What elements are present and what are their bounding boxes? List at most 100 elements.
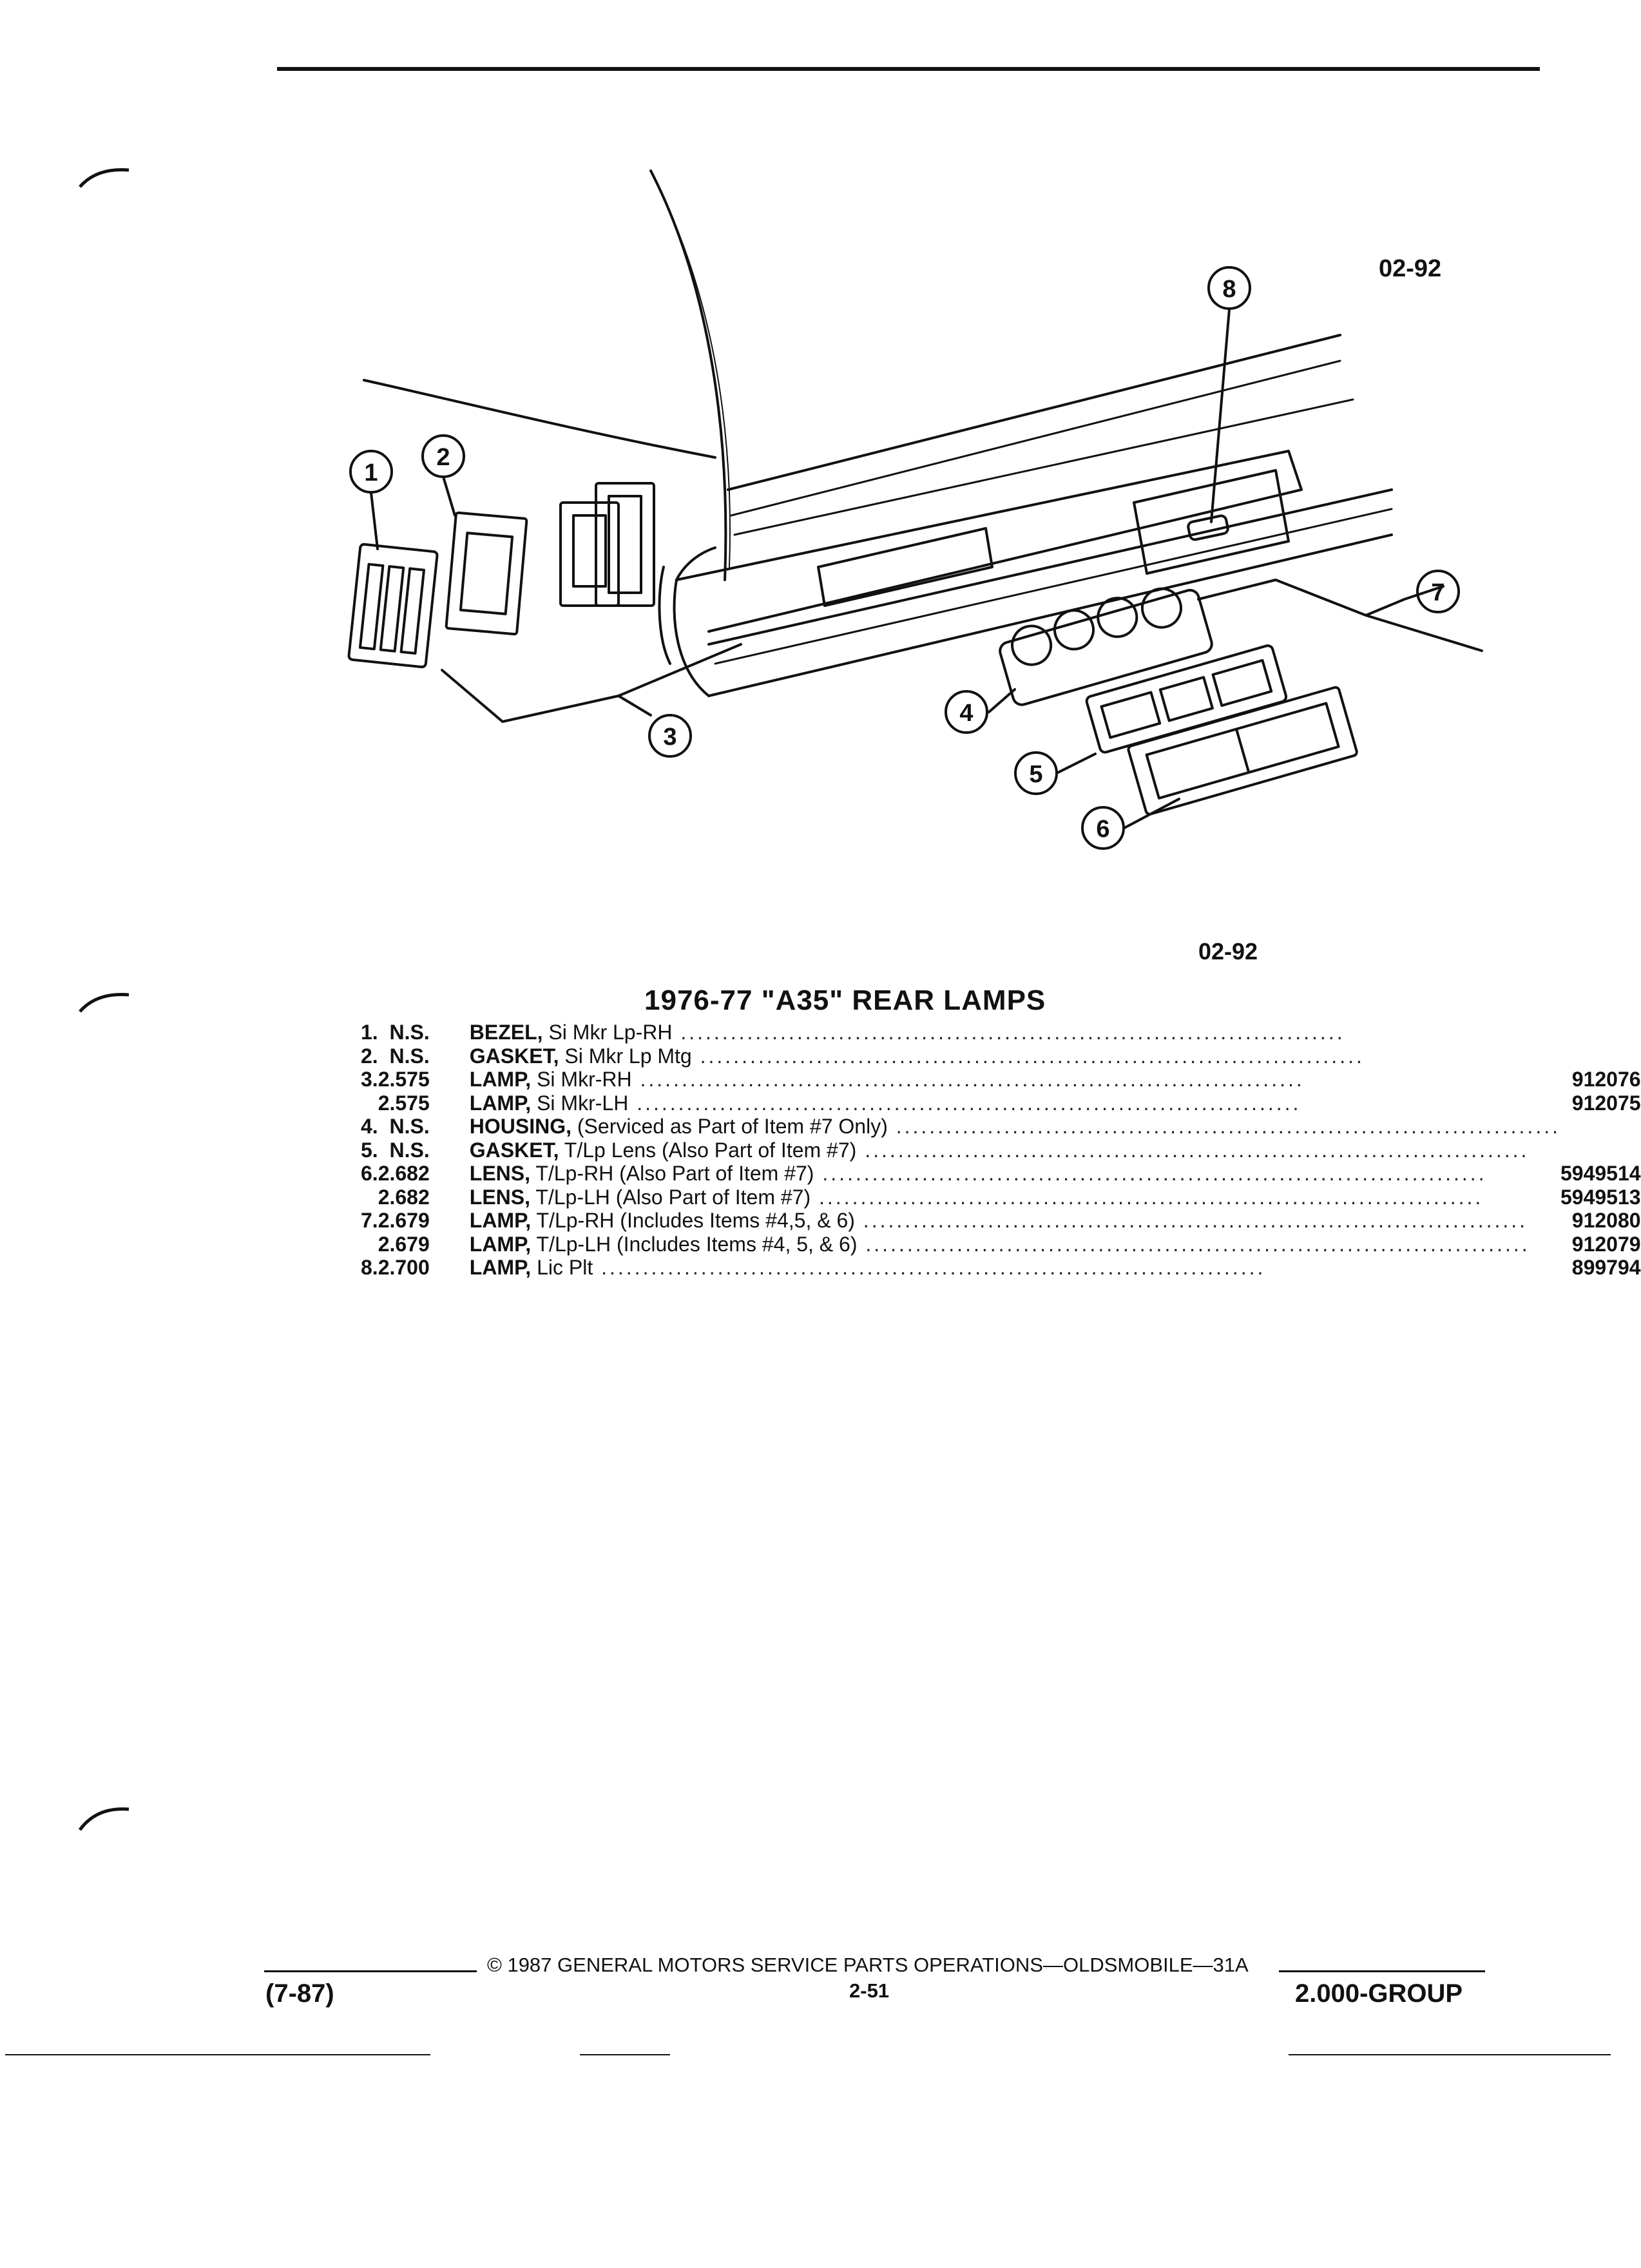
part-description: LAMP, Lic Plt ..........................… — [470, 1256, 1560, 1280]
item-2-gasket — [445, 511, 528, 636]
bumper-line — [707, 488, 1393, 646]
part-description: LENS, T/Lp-LH (Also Part of Item #7) ...… — [470, 1186, 1560, 1209]
bottom-rule-1 — [5, 2054, 430, 2055]
part-desc-text: T/Lp-LH (Also Part of Item #7) — [535, 1185, 811, 1209]
callout-1-label: 1 — [364, 459, 378, 486]
item-4-housing — [999, 587, 1213, 706]
callout-2 — [421, 434, 465, 478]
group-number: 2.682 — [378, 1185, 430, 1209]
part-description: BEZEL, Si Mkr Lp-RH ....................… — [470, 1021, 1560, 1044]
group-number: N.S. — [389, 1021, 430, 1044]
section-title: 1976-77 "A35" REAR LAMPS — [644, 985, 1046, 1016]
leader-3 — [441, 643, 742, 723]
quarter-panel-lower — [658, 566, 671, 665]
part-description: LAMP, Si Mkr-RH ........................… — [470, 1068, 1560, 1091]
footer-date-code: (7-87) — [265, 1979, 334, 2008]
trunk-deck-line-3 — [733, 398, 1354, 536]
part-number — [1560, 1115, 1641, 1139]
group-number: 2.700 — [378, 1256, 430, 1279]
leader-1 — [370, 492, 379, 550]
item-number: 8. — [361, 1256, 378, 1279]
trunk-lid-edge — [363, 379, 716, 459]
callout-7-label: 7 — [1431, 579, 1444, 606]
group-number: 2.575 — [378, 1091, 430, 1115]
part-name: BEZEL, — [469, 1021, 543, 1044]
leader-dots: ........................................… — [887, 1115, 1560, 1138]
item-number — [361, 1233, 378, 1256]
leader-dots: ........................................… — [854, 1209, 1528, 1232]
part-desc-text: T/Lp-RH (Also Part of Item #7) — [535, 1162, 814, 1185]
binder-hole-mark-2 — [79, 993, 130, 1013]
license-pocket — [1133, 469, 1290, 575]
part-name: LENS, — [469, 1162, 530, 1185]
parts-row: 2.N.S.GASKET, Si Mkr Lp Mtg ............… — [361, 1044, 1641, 1068]
trunk-deck-line-1 — [727, 334, 1341, 491]
group-number: N.S. — [389, 1044, 430, 1068]
part-description: HOUSING, (Serviced as Part of Item #7 On… — [470, 1115, 1560, 1139]
footer-copyright: © 1987 GENERAL MOTORS SERVICE PARTS OPER… — [487, 1954, 1249, 1976]
part-name: LAMP, — [469, 1256, 532, 1279]
part-desc-text: T/Lp-LH (Includes Items #4, 5, & 6) — [536, 1232, 858, 1256]
rear-window-pillar-inner — [658, 186, 731, 568]
callout-6-label: 6 — [1096, 816, 1109, 843]
callout-3 — [648, 714, 692, 758]
quarter-panel-corner — [673, 546, 716, 697]
part-number — [1560, 1021, 1641, 1044]
part-description: LENS, T/Lp-RH (Also Part of Item #7) ...… — [470, 1162, 1560, 1186]
callout-3-label: 3 — [663, 724, 677, 751]
parts-row: 4. N.S. HOUSING, (Serviced as Part of Item… — [361, 1115, 1641, 1139]
rear-lamps-exploded-diagram: 1 2 3 4 5 6 7 8 — [347, 169, 1483, 850]
part-number: 912079 — [1571, 1232, 1641, 1256]
binder-hole-mark-3 — [78, 1807, 130, 1831]
part-desc-text: Si Mkr Lp Mtg — [564, 1044, 692, 1068]
part-desc-text: Lic Plt — [537, 1256, 593, 1279]
leader-dots: ........................................… — [811, 1185, 1484, 1209]
leader-4 — [988, 688, 1016, 713]
callout-5 — [1014, 751, 1058, 795]
callout-8-label: 8 — [1222, 276, 1236, 303]
leader-dots: ........................................… — [593, 1256, 1266, 1279]
leader-dots: ........................................… — [857, 1232, 1530, 1256]
callout-8 — [1207, 266, 1251, 310]
group-number: 2.679 — [378, 1209, 430, 1232]
item-number: 1. — [361, 1021, 378, 1044]
parts-row: 1. N.S. BEZEL, Si Mkr Lp-RH ..............… — [361, 1021, 1641, 1044]
leader-8 — [1210, 308, 1231, 523]
rear-panel-bottom — [707, 533, 1393, 697]
rear-panel-top — [675, 450, 1303, 633]
group-number: 2.575 — [378, 1068, 430, 1091]
part-number: 5949514 — [1560, 1162, 1641, 1185]
bottom-rule-2 — [580, 2054, 670, 2055]
part-name: LENS, — [469, 1185, 530, 1209]
group-number: N.S. — [389, 1115, 430, 1138]
part-name: GASKET, — [469, 1138, 559, 1162]
trunk-deck-line-2 — [730, 360, 1341, 517]
item-5-gasket — [1085, 644, 1288, 754]
parts-row: 2.679 LAMP, T/Lp-LH (Includes Items #4, 5… — [361, 1233, 1641, 1256]
parts-row: 2.682 LENS, T/Lp-LH (Also Part of Item #7… — [361, 1186, 1641, 1209]
leader-dots: ........................................… — [628, 1091, 1301, 1115]
bottom-rule-3 — [1289, 2054, 1611, 2055]
leader-2 — [442, 476, 456, 517]
parts-row: 8.2.700 LAMP, Lic Plt ...................… — [361, 1256, 1641, 1280]
group-number: 2.679 — [378, 1232, 430, 1256]
part-desc-text: (Serviced as Part of Item #7 Only) — [577, 1115, 888, 1138]
group-number: N.S. — [389, 1138, 430, 1162]
part-number — [1560, 1044, 1641, 1068]
binder-hole-mark-1 — [79, 168, 130, 188]
part-name: LAMP, — [469, 1232, 532, 1256]
callout-5-label: 5 — [1029, 761, 1042, 788]
tail-lamp-opening — [817, 527, 993, 607]
callout-6 — [1081, 806, 1125, 850]
item-number: 4. — [361, 1115, 378, 1138]
part-description: GASKET, T/Lp Lens (Also Part of Item #7)… — [470, 1139, 1560, 1162]
rear-window-pillar — [649, 169, 727, 581]
leader-dots: ........................................… — [814, 1162, 1487, 1185]
part-number: 899794 — [1571, 1256, 1641, 1279]
callout-1 — [349, 450, 393, 494]
callout-2-label: 2 — [436, 444, 450, 471]
